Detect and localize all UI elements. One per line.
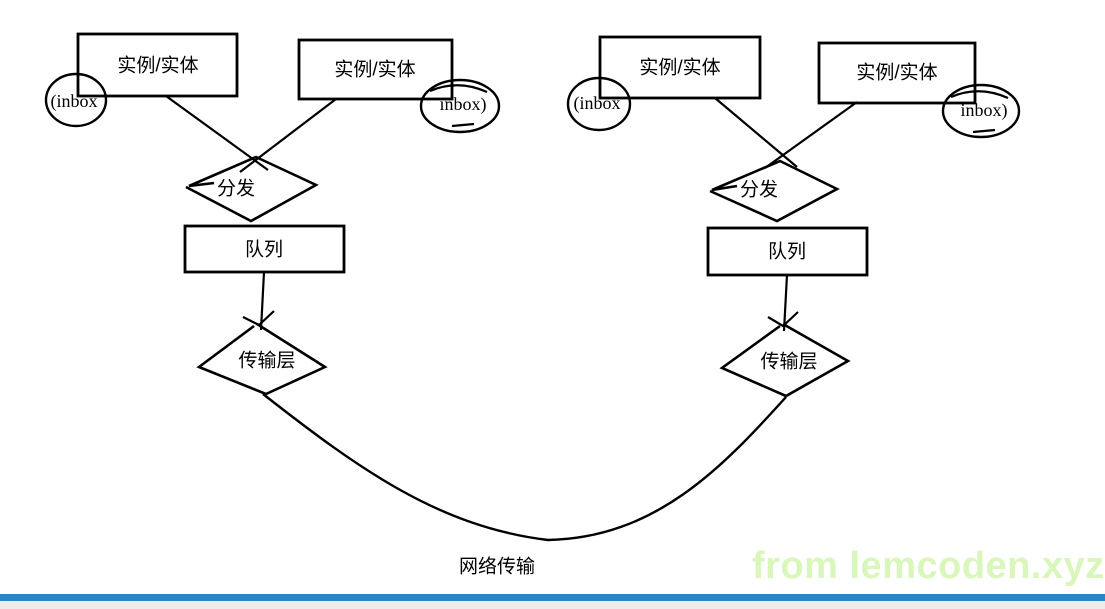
left-cluster: 实例/实体 实例/实体 (inbox inbox) 分发 队列 [44, 32, 501, 396]
right-entity2-box [817, 41, 977, 105]
right-cluster: 实例/实体 实例/实体 (inbox inbox) 分发 队列 [566, 35, 1021, 398]
left-queue-label: 队列 [245, 239, 283, 261]
right-queue-box [706, 226, 869, 277]
right-queue-label: 队列 [768, 241, 806, 263]
left-transport-diamond [196, 322, 328, 396]
bottom-blue-bar [0, 594, 1105, 601]
right-connector-entity1-dispatch [714, 97, 798, 168]
watermark: from lemcoden.xyz [752, 545, 1105, 587]
right-inbox1-ellipse [566, 76, 632, 132]
right-transport-label: 传输层 [760, 351, 817, 373]
left-dispatch-label: 分发 [217, 178, 255, 200]
right-arrowhead [767, 311, 799, 328]
left-arrowhead [242, 310, 275, 327]
left-transport-label: 传输层 [238, 350, 295, 372]
left-queue-box [183, 224, 346, 274]
bottom-gray-strip [0, 601, 1105, 609]
right-entity1-box [598, 35, 762, 100]
left-inbox2-ellipse [419, 78, 501, 134]
left-dispatch-diamond [185, 155, 319, 223]
left-inbox2-dash [451, 122, 475, 128]
right-entity1-label: 实例/实体 [639, 57, 720, 79]
left-inbox2-sketch-arc [429, 84, 488, 94]
right-inbox1-label: (inbox [574, 93, 621, 114]
left-connector-entity1-dispatch [165, 95, 269, 171]
right-inbox2-dash [972, 128, 996, 134]
right-inbox2-label: inbox) [961, 100, 1008, 121]
left-entity1-box [76, 32, 239, 98]
right-inbox2-ellipse [941, 83, 1021, 139]
left-inbox1-label: (inbox [51, 91, 98, 112]
right-dispatch-diamond [709, 159, 840, 223]
right-connector-entity2-dispatch [764, 101, 858, 169]
network-curve [262, 393, 787, 542]
left-entity2-box [297, 38, 454, 101]
right-entity2-label: 实例/实体 [856, 62, 937, 84]
flow-diagram: 实例/实体 实例/实体 (inbox inbox) 分发 队列 [44, 32, 1021, 578]
right-dispatch-label: 分发 [740, 179, 778, 201]
left-entity2-label: 实例/实体 [334, 59, 415, 81]
left-connector-queue-transport [259, 271, 266, 331]
left-inbox2-label: inbox) [440, 94, 487, 115]
left-connector-entity2-dispatch [239, 98, 337, 173]
right-connector-queue-transport [782, 274, 789, 332]
network-label: 网络传输 [459, 556, 535, 578]
right-inbox2-sketch-arc [950, 90, 1009, 100]
left-inbox1-ellipse [44, 72, 108, 128]
right-transport-diamond [719, 322, 851, 398]
left-entity1-label: 实例/实体 [117, 55, 198, 77]
